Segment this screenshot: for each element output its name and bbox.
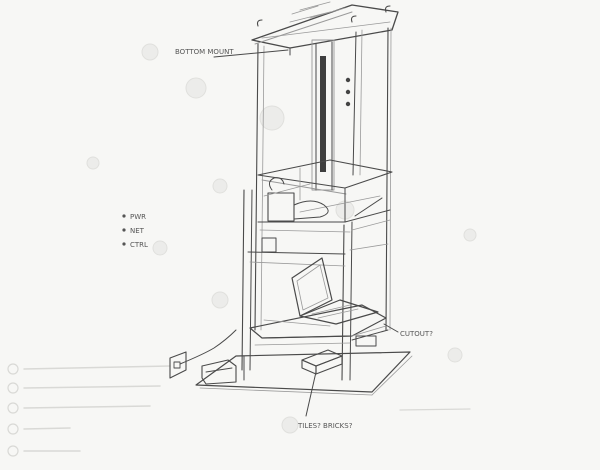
- stain-spot: [153, 241, 167, 255]
- indicator-dot: [346, 78, 350, 82]
- bullet-icon: [122, 242, 125, 245]
- annotation-cutout: CUTOUT?: [400, 330, 433, 338]
- status-label-net: NET: [130, 227, 145, 235]
- indicator-dot: [346, 90, 350, 94]
- stain-spot: [448, 348, 462, 362]
- annotation-bottom-mount: BOTTOM MOUNT: [175, 48, 234, 56]
- stain-spot: [464, 229, 476, 241]
- status-label-ctrl: CTRL: [130, 241, 148, 249]
- status-label-pwr: PWR: [130, 213, 146, 221]
- bullet-icon: [122, 214, 125, 217]
- bullet-icon: [122, 228, 125, 231]
- rod-dark: [320, 56, 326, 172]
- stain-spot: [142, 44, 158, 60]
- stain-spot: [87, 157, 99, 169]
- ghost-line: [24, 428, 70, 429]
- stain-spot: [186, 78, 206, 98]
- stain-spot: [213, 179, 227, 193]
- stain-spot: [282, 417, 298, 433]
- indicator-dot: [346, 102, 350, 106]
- stain-spot: [212, 292, 228, 308]
- annotation-tiles-bricks: TILES? BRICKS?: [297, 422, 353, 430]
